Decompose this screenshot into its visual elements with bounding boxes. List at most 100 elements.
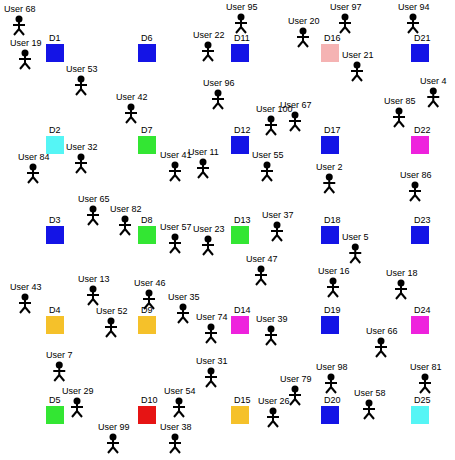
figure-line xyxy=(265,124,277,126)
device-fill xyxy=(46,226,64,244)
user-label: User 41 xyxy=(160,150,192,160)
figure-line xyxy=(170,175,175,181)
figure-head xyxy=(292,386,299,393)
figure-head xyxy=(422,374,429,381)
user-label: User 18 xyxy=(386,268,418,278)
figure-line xyxy=(351,70,363,72)
user-label: User 54 xyxy=(164,386,196,396)
device-fill xyxy=(321,44,339,62)
user-label: User 95 xyxy=(226,2,258,12)
figure-line xyxy=(395,288,407,290)
user-label: User 7 xyxy=(46,350,73,360)
figure-head xyxy=(205,236,212,243)
figure-line xyxy=(81,89,86,95)
figure-line xyxy=(323,182,335,184)
figure-line xyxy=(177,312,189,314)
figure-line xyxy=(268,421,273,427)
device-label: D9 xyxy=(138,305,156,316)
figure-line xyxy=(76,89,81,95)
user-label: User 37 xyxy=(262,210,294,220)
user-label: User 26 xyxy=(258,396,290,406)
figure-line xyxy=(93,219,98,225)
device-square: D15 xyxy=(231,395,251,424)
figure-line xyxy=(205,376,217,378)
figure-line xyxy=(433,101,438,107)
figure-line xyxy=(143,298,155,300)
figure-line xyxy=(345,27,350,33)
device-fill xyxy=(138,136,156,154)
device-fill xyxy=(46,136,64,154)
figure-line xyxy=(72,411,77,417)
figure-head xyxy=(22,294,29,301)
figure-line xyxy=(19,29,24,35)
figure-line xyxy=(289,394,301,396)
figure-line xyxy=(75,84,87,86)
device-label: D18 xyxy=(321,215,341,226)
figure-head xyxy=(270,408,277,415)
figure-line xyxy=(261,279,266,285)
device-fill xyxy=(321,406,339,424)
figure-line xyxy=(273,421,278,427)
figure-line xyxy=(425,387,430,393)
user-label: User 98 xyxy=(316,362,348,372)
figure-line xyxy=(255,274,267,276)
figure-line xyxy=(350,257,355,263)
figure-line xyxy=(169,242,181,244)
device-fill xyxy=(46,44,64,62)
figure-head xyxy=(268,326,275,333)
figure-line xyxy=(175,247,180,253)
figure-head xyxy=(238,14,245,21)
figure-line xyxy=(203,172,208,178)
figure-line xyxy=(267,175,272,181)
device-square: D21 xyxy=(411,33,431,62)
figure-head xyxy=(430,88,437,95)
user-label: User 22 xyxy=(193,30,225,40)
figure-line xyxy=(213,103,218,109)
device-label: D7 xyxy=(138,125,156,136)
user-label: User 66 xyxy=(366,326,398,336)
figure-head xyxy=(30,164,37,171)
figure-line xyxy=(175,175,180,181)
figure-line xyxy=(396,293,401,299)
user-label: User 29 xyxy=(62,386,94,396)
device-square: D8 xyxy=(138,215,156,244)
user-label: User 19 xyxy=(10,38,42,48)
user-label: User 46 xyxy=(134,278,166,288)
figure-line xyxy=(206,381,211,387)
user-label: User 81 xyxy=(410,362,442,372)
figure-line xyxy=(401,293,406,299)
figure-line xyxy=(77,411,82,417)
user-label: User 65 xyxy=(78,194,110,204)
figure-line xyxy=(235,22,247,24)
device-square: D12 xyxy=(231,125,251,154)
figure-line xyxy=(295,125,300,131)
figure-head xyxy=(366,400,373,407)
figure-line xyxy=(131,117,136,123)
figure-line xyxy=(178,317,183,323)
device-square: D18 xyxy=(321,215,341,244)
user-label: User 42 xyxy=(116,92,148,102)
figure-line xyxy=(369,413,374,419)
user-label: User 43 xyxy=(10,282,42,292)
user-label: User 99 xyxy=(98,422,130,432)
user-label: User 16 xyxy=(318,266,350,276)
figure-line xyxy=(169,170,181,172)
figure-line xyxy=(290,125,295,131)
figure-line xyxy=(19,58,31,60)
device-square: D14 xyxy=(231,305,251,334)
figure-line xyxy=(208,249,213,255)
user-label: User 94 xyxy=(398,2,430,12)
user-label: User 13 xyxy=(78,274,110,284)
figure-line xyxy=(419,382,431,384)
figure-line xyxy=(179,411,184,417)
figure-line xyxy=(125,229,130,235)
device-square: D1 xyxy=(46,33,64,62)
figure-line xyxy=(20,63,25,69)
device-square: D22 xyxy=(411,125,431,154)
figure-line xyxy=(262,175,267,181)
figure-line xyxy=(290,399,295,405)
figure-line xyxy=(126,117,131,123)
figure-line xyxy=(211,337,216,343)
device-label: D20 xyxy=(321,395,341,406)
device-label: D23 xyxy=(411,215,431,226)
